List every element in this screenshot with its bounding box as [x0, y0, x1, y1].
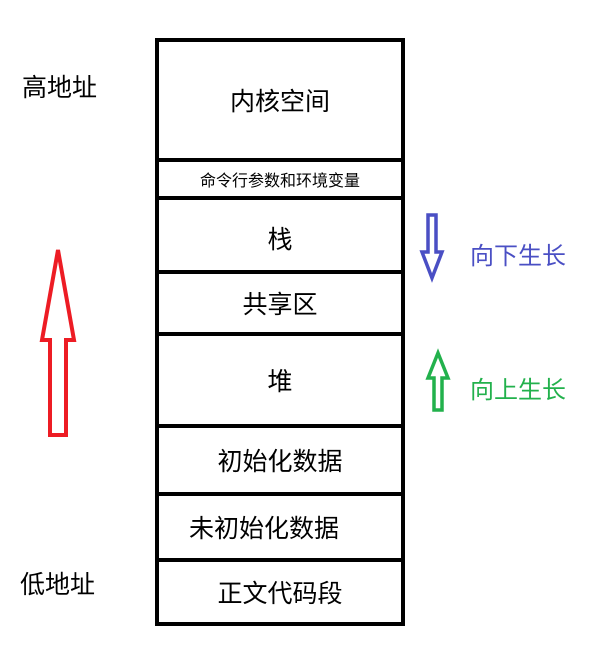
heap-growth-label: 向上生长: [470, 376, 566, 404]
stack-growth-arrow-icon: [419, 213, 445, 283]
segment-label: 共享区: [242, 290, 318, 319]
high-address-label: 高地址: [22, 73, 98, 102]
segment-uninitialized-data: 未初始化数据: [155, 492, 405, 562]
stack-growth-label: 向下生长: [470, 242, 566, 270]
segment-label: 命令行参数和环境变量: [199, 171, 360, 190]
segment-label: 堆: [267, 367, 293, 396]
segment-initialized-data: 初始化数据: [155, 424, 405, 496]
segment-label: 栈: [267, 225, 293, 254]
segment-label: 正文代码段: [217, 579, 343, 608]
segment-args-env: 命令行参数和环境变量: [155, 158, 405, 200]
heap-growth-arrow-icon: [425, 348, 451, 412]
segment-label: 未初始化数据: [189, 514, 340, 543]
segment-text: 正文代码段: [155, 558, 405, 626]
segment-stack: 栈: [155, 196, 405, 274]
segment-label: 初始化数据: [217, 447, 343, 476]
low-address-label: 低地址: [20, 570, 96, 599]
segment-heap: 堆: [155, 332, 405, 428]
segment-kernel-space: 内核空间: [155, 38, 405, 162]
address-direction-arrow-icon: [39, 249, 77, 437]
segment-shared: 共享区: [155, 270, 405, 336]
segment-label: 内核空间: [229, 87, 330, 116]
